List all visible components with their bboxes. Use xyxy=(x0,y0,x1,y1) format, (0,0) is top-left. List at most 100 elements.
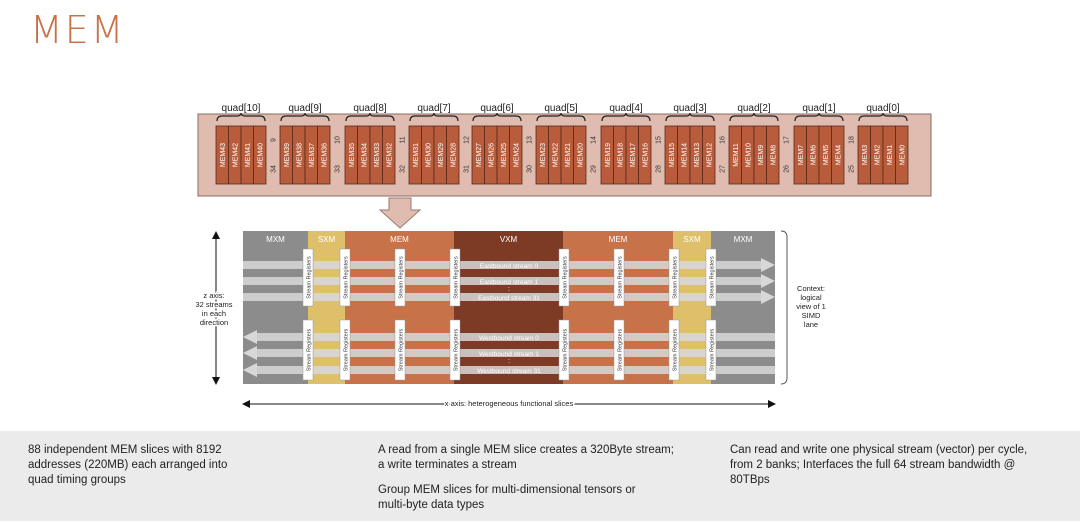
separator-number: 11 xyxy=(400,136,407,143)
separator-number: 15 xyxy=(656,136,663,144)
separator-number: 17 xyxy=(784,136,791,144)
stream-registers xyxy=(668,248,680,307)
mem-slice-label: MEM9 xyxy=(758,145,765,165)
mem-slice-label: MEM5 xyxy=(823,145,830,165)
separator-number: 28 xyxy=(656,165,663,173)
eastbound-stream-label: Eastbound stream 1 xyxy=(480,279,539,286)
stream-registers xyxy=(449,248,461,307)
stream-registers-label: Stream Registers xyxy=(399,256,405,299)
stream-registers-label: Stream Registers xyxy=(710,329,716,372)
arrow-right-icon xyxy=(761,290,775,304)
mem-slice-label: MEM27 xyxy=(476,143,483,167)
stream-registers-label: Stream Registers xyxy=(673,329,679,372)
mem-slice-box xyxy=(509,125,523,185)
mem-slice-label: MEM26 xyxy=(488,143,495,167)
separator-number: 27 xyxy=(720,165,727,173)
context-label: SIMD xyxy=(802,311,821,320)
westbound-stream-label: Westbound stream 0 xyxy=(479,335,539,342)
footer-text: 80TBps xyxy=(730,474,770,486)
mem-slice-label: MEM37 xyxy=(309,143,316,167)
mem-slice-label: MEM23 xyxy=(540,143,547,167)
mem-slice-label: MEM36 xyxy=(321,143,328,167)
arrow-left-icon xyxy=(243,363,257,377)
arrow-right-icon xyxy=(761,258,775,272)
stream-registers-label: Stream Registers xyxy=(307,329,313,372)
functional-slice-vxm xyxy=(454,231,563,384)
footer-col-2: A read from a single MEM slice creates a… xyxy=(378,443,698,523)
quad-brace xyxy=(409,112,459,122)
mem-slice-label: MEM2 xyxy=(874,145,881,165)
footer-text: Can read and write one physical stream (… xyxy=(730,444,1028,456)
mem-slice-label: MEM42 xyxy=(232,143,239,167)
quad-label: quad[1] xyxy=(802,103,836,114)
footer-text: Group MEM slices for multi-dimensional t… xyxy=(378,484,636,496)
footer-text: A read from a single MEM slice creates a… xyxy=(378,444,674,456)
footer-text: from 2 banks; Interfaces the full 64 str… xyxy=(730,459,1016,471)
slice-label: MEM xyxy=(390,235,409,244)
westbound-stream-band xyxy=(255,366,775,374)
stream-registers-label: Stream Registers xyxy=(399,329,405,372)
mem-slice-box xyxy=(831,125,845,185)
mem-slice-label: MEM7 xyxy=(798,145,805,165)
eastbound-stream-label: Eastbound stream 31 xyxy=(478,295,540,302)
stream-registers xyxy=(705,248,717,307)
context-label: Context: xyxy=(797,284,825,293)
stream-registers xyxy=(394,319,406,381)
x-axis-label: x axis: heterogeneous functional slices xyxy=(445,399,574,408)
quad-brace xyxy=(729,112,779,122)
mem-slice-label: MEM17 xyxy=(630,143,637,167)
arrow-left-icon xyxy=(243,346,257,360)
quad-label: quad[4] xyxy=(609,103,643,114)
arrow-right-icon xyxy=(761,274,775,288)
mem-slice-box xyxy=(446,125,460,185)
down-arrow-icon xyxy=(378,197,422,229)
mem-slice-label: MEM43 xyxy=(220,143,227,167)
functional-slice-sxm xyxy=(308,231,345,384)
separator-number: 16 xyxy=(720,136,727,144)
stream-registers-label: Stream Registers xyxy=(344,329,350,372)
arrow-left-icon xyxy=(243,330,257,344)
separator-number: 32 xyxy=(400,165,407,173)
eastbound-stream-band xyxy=(243,293,763,301)
quad-label: quad[0] xyxy=(866,103,900,114)
mem-slice-box xyxy=(317,125,331,185)
mem-slice-label: MEM30 xyxy=(425,143,432,167)
stream-registers xyxy=(668,319,680,381)
quad-brace xyxy=(216,112,266,122)
mem-slice-label: MEM32 xyxy=(386,143,393,167)
footer-text: multi-byte data types xyxy=(378,499,485,511)
page-title: MEM xyxy=(30,8,126,52)
quad-brace xyxy=(280,112,330,122)
stream-ellipsis: : xyxy=(508,286,510,293)
functional-slice-mxm xyxy=(711,231,775,384)
functional-slice-sxm xyxy=(673,231,711,384)
stream-registers-label: Stream Registers xyxy=(454,329,460,372)
separator-number: 31 xyxy=(464,165,471,173)
separator-number: 30 xyxy=(527,165,534,173)
stream-registers xyxy=(613,319,625,381)
mem-slice-label: MEM38 xyxy=(296,143,303,167)
stream-registers-label: Stream Registers xyxy=(563,329,569,372)
slice-label: SXM xyxy=(683,235,701,244)
stream-registers-label: Stream Registers xyxy=(563,256,569,299)
mem-slice-label: MEM20 xyxy=(577,143,584,167)
mem-slice-label: MEM18 xyxy=(617,143,624,167)
z-axis-label: in each xyxy=(202,309,226,318)
mem-slice-box xyxy=(895,125,909,185)
mem-slice-box xyxy=(573,125,587,185)
footer-col-3: Can read and write one physical stream (… xyxy=(730,443,1050,498)
slice-label: MXM xyxy=(734,235,753,244)
mem-slice-label: MEM8 xyxy=(770,145,777,165)
mem-slice-label: MEM39 xyxy=(284,143,291,167)
mem-slice-label: MEM10 xyxy=(745,143,752,167)
mem-slice-label: MEM12 xyxy=(706,143,713,167)
eastbound-stream-label: Eastbound stream 0 xyxy=(480,263,539,270)
slice-label: MEM xyxy=(609,235,628,244)
separator-number: 9 xyxy=(271,138,278,142)
